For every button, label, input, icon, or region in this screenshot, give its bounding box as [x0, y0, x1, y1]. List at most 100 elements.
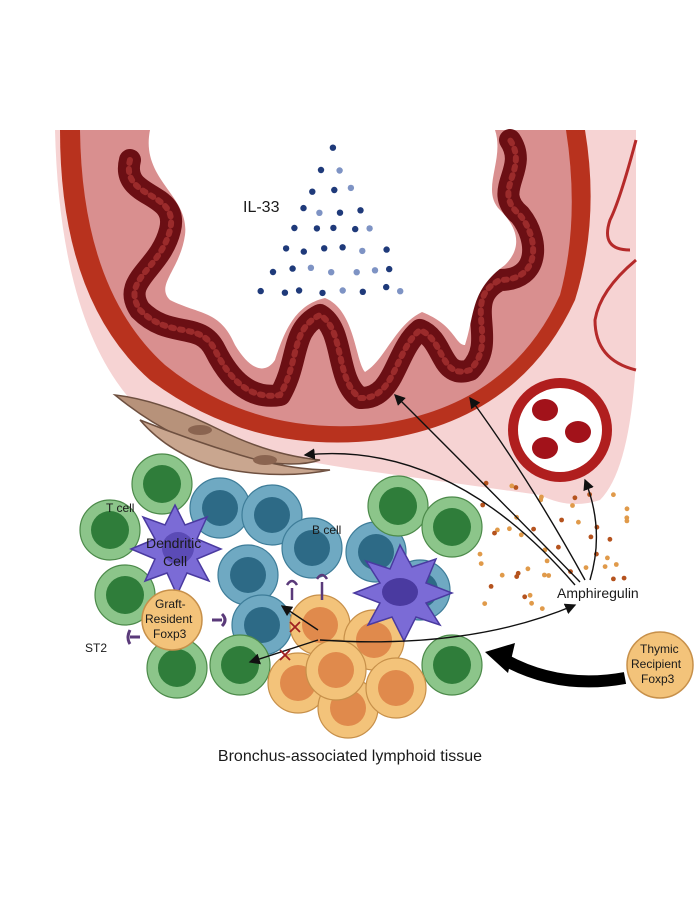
amphiregulin-dot [509, 483, 515, 489]
amphiregulin-dot [544, 558, 550, 564]
il33-dot [383, 246, 390, 253]
dendritic-cell-label: Dendritic [146, 535, 201, 551]
amphiregulin-dot [531, 526, 536, 532]
il33-dot [313, 225, 321, 232]
airway-epithelium-inner [125, 137, 536, 402]
amphiregulin-dot [556, 544, 561, 550]
il33-dot [336, 167, 343, 174]
amphiregulin-dot [624, 506, 630, 512]
treg-nucleus [356, 622, 392, 658]
dendritic-cell [129, 503, 223, 597]
il33-dot [339, 244, 346, 251]
treg-nucleus [378, 670, 414, 706]
receptor [285, 579, 299, 600]
il33-dot [359, 288, 366, 295]
amphiregulin-label: Amphiregulin [557, 585, 639, 601]
amphiregulin-dot [572, 495, 578, 501]
amphiregulin-dot [522, 594, 528, 600]
treg-nucleus [318, 652, 354, 688]
il33-dot [319, 289, 326, 297]
il33-dots [257, 144, 404, 297]
il33-label: IL-33 [243, 199, 280, 216]
red-blood-cell [532, 437, 558, 459]
red-blood-cell [532, 399, 558, 421]
il33-dot [331, 186, 338, 194]
amphiregulin-dot [559, 517, 564, 523]
il33-dot [257, 287, 264, 295]
inhibition-mark [279, 649, 291, 661]
t-cell-nucleus [91, 511, 129, 549]
fibroblast-nucleus [188, 425, 212, 435]
t-cell-nucleus [158, 649, 196, 687]
t-cell-nucleus [379, 487, 417, 525]
amphiregulin-dot [488, 584, 494, 589]
amphiregulin-dot [527, 592, 533, 598]
t-cell-nucleus [143, 465, 181, 503]
t-cell-label: T cell [106, 501, 134, 515]
amphiregulin-dot [499, 572, 505, 578]
t-cell-nucleus [106, 576, 144, 614]
dendritic-cell-label: Cell [163, 553, 187, 569]
st2-receptor [126, 629, 140, 645]
migration-arrowhead [485, 643, 515, 673]
thymic-recipient-label: Foxp3 [641, 672, 675, 686]
il33-dot [353, 269, 360, 276]
b-cell-nucleus [230, 557, 266, 593]
st2-label: ST2 [85, 641, 107, 655]
alveolar-wall [593, 139, 638, 372]
amphiregulin-dot [624, 518, 630, 524]
il33-dot [383, 283, 390, 291]
amphiregulin-dot [605, 555, 610, 561]
amphiregulin-dot [546, 573, 552, 578]
amphiregulin-arrows [248, 394, 598, 665]
amphiregulin-dot [480, 502, 486, 508]
il33-dot [282, 245, 290, 252]
b-cell-label: B cell [312, 523, 341, 537]
amphiregulin-dot [482, 601, 488, 606]
t-cell-nucleus [433, 508, 471, 546]
treg-nucleus [302, 607, 338, 643]
il33-dot [289, 265, 296, 272]
il33-dot [347, 184, 355, 192]
amphiregulin-dot [539, 494, 544, 500]
amphiregulin-dot [529, 600, 534, 606]
il33-dot [295, 287, 303, 294]
amphiregulin-dot [621, 575, 627, 581]
thymic-recipient-label: Recipient [631, 657, 682, 671]
amphiregulin-dot [602, 564, 608, 569]
graft-resident-label: Graft- [155, 597, 186, 611]
t-cell-nucleus [433, 646, 471, 684]
il33-dot [386, 265, 393, 273]
amphiregulin-dot [594, 524, 600, 530]
il33-dot [309, 188, 316, 195]
graft-resident-label: Resident [145, 612, 193, 626]
amphiregulin-dot [507, 526, 512, 532]
amphiregulin-dot [611, 492, 616, 498]
il33-dot [371, 267, 379, 274]
graft-resident-label: Foxp3 [153, 627, 187, 641]
amphiregulin-dot [477, 551, 483, 557]
il33-dot [330, 224, 337, 232]
airway-lumen [148, 130, 517, 372]
fibroblast [139, 419, 331, 476]
st2-receptor [212, 612, 227, 628]
amphiregulin-dot [576, 519, 581, 525]
t-cell-nucleus [221, 646, 259, 684]
inhibition-mark [289, 621, 301, 633]
amphiregulin-dot [513, 485, 519, 490]
il33-dot [328, 269, 335, 276]
amphiregulin-dot [518, 532, 524, 538]
il33-dot [291, 224, 298, 232]
amphiregulin-dot [613, 562, 619, 567]
thymic-recipient-treg [626, 631, 694, 699]
amphiregulin-dot [539, 606, 545, 611]
il33-dot [281, 289, 289, 296]
il33-dot [317, 166, 325, 174]
b-cell-nucleus [244, 607, 280, 643]
graft-resident-treg [141, 589, 203, 651]
il33-dot [300, 248, 307, 255]
il33-dot [352, 225, 359, 233]
b-cell-nucleus [254, 497, 290, 533]
amphiregulin-dots [477, 480, 630, 611]
